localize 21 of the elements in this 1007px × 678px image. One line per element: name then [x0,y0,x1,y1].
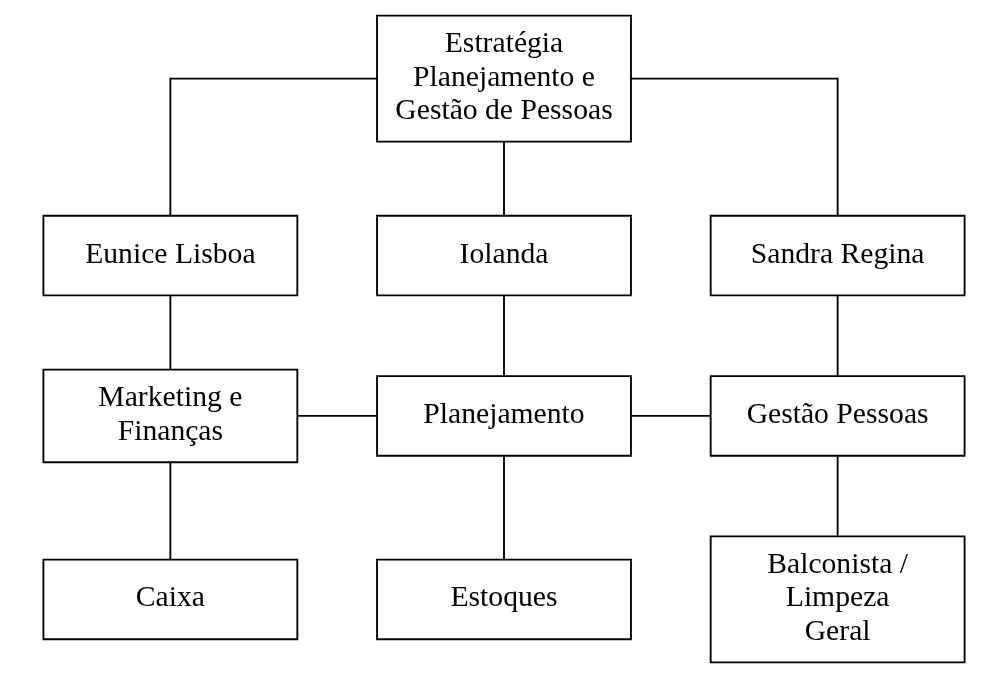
node-box: Sandra Regina [709,214,965,297]
node-box: Iolanda [375,214,632,297]
connector [296,415,378,417]
connector [502,295,505,377]
connector [168,77,378,217]
node-box: Eunice Lisboa [42,214,298,297]
connector [502,455,505,561]
connector [836,455,839,537]
connector [168,461,171,561]
connector [502,141,505,217]
connector [629,77,839,217]
connector [168,295,171,371]
node-box: Caixa [42,558,298,641]
node-box: Estoques [375,558,632,641]
node-box: Estratégia Planejamento e Gestão de Pessoas [375,14,632,143]
node-box: Balconista / Limpeza Geral [709,535,965,664]
connector [629,415,711,417]
connector [836,295,839,377]
node-box: Marketing e Finanças [42,368,298,464]
node-box: Planejamento [375,375,632,457]
node-box: Gestão Pessoas [709,375,965,457]
